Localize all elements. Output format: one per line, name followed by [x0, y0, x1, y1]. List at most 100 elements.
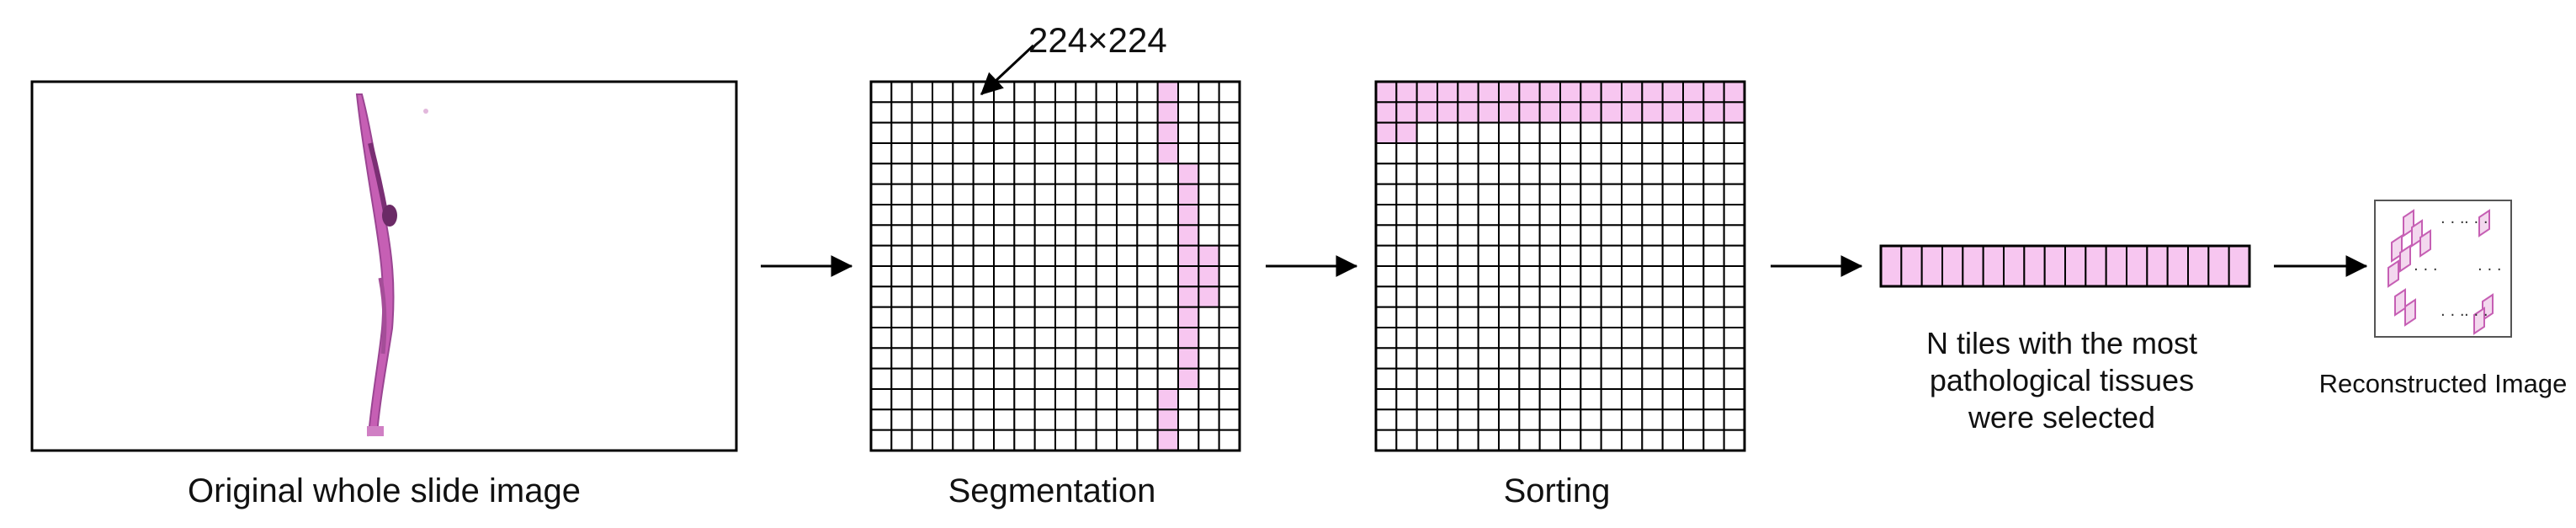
- sorting-tile: [1682, 306, 1705, 329]
- sorting-tile: [1498, 408, 1521, 431]
- segmentation-tile: [932, 163, 954, 185]
- segmentation-tile: [1156, 285, 1180, 308]
- sorting-tile: [1621, 429, 1644, 452]
- sorting-tile: [1457, 306, 1479, 329]
- reconstructed-ellipsis: · · ·: [2464, 307, 2488, 324]
- segmentation-tile: [952, 142, 975, 165]
- segmentation-tile: [1033, 265, 1057, 288]
- segmentation-tile: [1013, 285, 1036, 308]
- sorting-tile: [1621, 244, 1644, 268]
- segmentation-tile: [1095, 142, 1118, 165]
- sorting-tile: [1437, 101, 1459, 124]
- segmentation-tile: [870, 306, 893, 329]
- sorting-tile: [1600, 183, 1623, 205]
- segmentation-tile: [911, 101, 934, 124]
- segmentation-tile: [1177, 183, 1200, 205]
- sorting-tile: [1682, 408, 1705, 431]
- sorting-tile: [1477, 306, 1500, 329]
- segmentation-tile: [1177, 204, 1200, 227]
- sorting-tile: [1682, 204, 1705, 227]
- sorting-tile: [1621, 408, 1644, 431]
- sorting-tile: [1457, 101, 1479, 124]
- sorting-tile: [1498, 265, 1521, 288]
- sorting-tile: [1621, 285, 1644, 308]
- sorting-tile: [1702, 408, 1725, 431]
- sorting-tile: [1559, 429, 1582, 452]
- segmentation-tile: [1013, 347, 1036, 370]
- selected-tile: [2064, 245, 2087, 287]
- segmentation-tile: [1075, 183, 1097, 205]
- segmentation-tile: [1116, 204, 1139, 227]
- segmentation-tile: [1013, 367, 1036, 391]
- sorting-tile: [1661, 204, 1685, 227]
- reconstructed-tile-patch: [2473, 307, 2485, 335]
- sorting-tile: [1477, 121, 1500, 144]
- segmentation-tile: [1013, 101, 1036, 124]
- segmentation-tile: [1075, 347, 1097, 370]
- sorting-tile: [1375, 142, 1398, 165]
- segmentation-tile: [1095, 121, 1118, 144]
- segmentation-tile: [890, 367, 913, 391]
- segmentation-tile: [890, 408, 913, 431]
- sorting-tile: [1600, 224, 1623, 247]
- segmentation-caption: Segmentation: [948, 472, 1156, 509]
- segmentation-tile: [1177, 265, 1200, 288]
- segmentation-tile: [993, 429, 1016, 452]
- segmentation-tile: [1075, 265, 1097, 288]
- segmentation-tile: [1075, 285, 1097, 308]
- segmentation-tile: [911, 163, 934, 185]
- sorting-tile: [1641, 367, 1664, 391]
- sorting-tile: [1702, 327, 1725, 349]
- segmentation-tile: [870, 121, 893, 144]
- sorting-tile: [1457, 285, 1479, 308]
- sorting-tile: [1702, 121, 1725, 144]
- sorting-tile: [1600, 142, 1623, 165]
- segmentation-tile: [1013, 224, 1036, 247]
- sorting-tile: [1395, 121, 1418, 144]
- segmentation-tile: [1075, 101, 1097, 124]
- sorting-tile: [1559, 408, 1582, 431]
- sorting-tile: [1682, 121, 1705, 144]
- sorting-tile: [1661, 408, 1685, 431]
- sorting-tile: [1621, 388, 1644, 411]
- segmentation-tile: [1136, 306, 1159, 329]
- segmentation-tile: [972, 285, 996, 308]
- segmentation-tile: [911, 244, 934, 268]
- segmentation-tile: [993, 265, 1016, 288]
- segmentation-tile: [1218, 244, 1241, 268]
- sorting-tile: [1600, 81, 1623, 104]
- selected-tile: [2126, 245, 2148, 287]
- segmentation-tile: [1033, 183, 1057, 205]
- segmentation-tile: [972, 306, 996, 329]
- sorting-tile: [1375, 285, 1398, 308]
- segmentation-tile: [1054, 163, 1077, 185]
- segmentation-tile: [1177, 327, 1200, 349]
- sorting-tile: [1661, 327, 1685, 349]
- sorting-tile: [1559, 121, 1582, 144]
- segmentation-tile: [1177, 142, 1200, 165]
- segmentation-tile: [1075, 327, 1097, 349]
- segmentation-tile: [1033, 327, 1057, 349]
- sorting-tile: [1723, 81, 1745, 104]
- segmentation-tile: [1156, 367, 1180, 391]
- segmentation-tile: [1095, 327, 1118, 349]
- sorting-tile: [1538, 101, 1562, 124]
- segmentation-tile: [952, 327, 975, 349]
- segmentation-tile: [1218, 408, 1241, 431]
- sorting-tile: [1498, 204, 1521, 227]
- sorting-tile: [1518, 265, 1541, 288]
- selected-tile: [2166, 245, 2189, 287]
- sorting-tile: [1641, 388, 1664, 411]
- sorting-tile: [1723, 347, 1745, 370]
- sorting-tile: [1682, 347, 1705, 370]
- sorting-tile: [1723, 183, 1745, 205]
- sorting-tile: [1375, 429, 1398, 452]
- segmentation-tile: [952, 265, 975, 288]
- segmentation-tile: [1136, 265, 1159, 288]
- selected-tile: [2187, 245, 2210, 287]
- reconstructed-ellipsis: · · ·: [2441, 214, 2465, 232]
- segmentation-tile: [1218, 81, 1241, 104]
- segmentation-tile: [1156, 101, 1180, 124]
- segmentation-tile: [952, 285, 975, 308]
- segmentation-tile: [890, 81, 913, 104]
